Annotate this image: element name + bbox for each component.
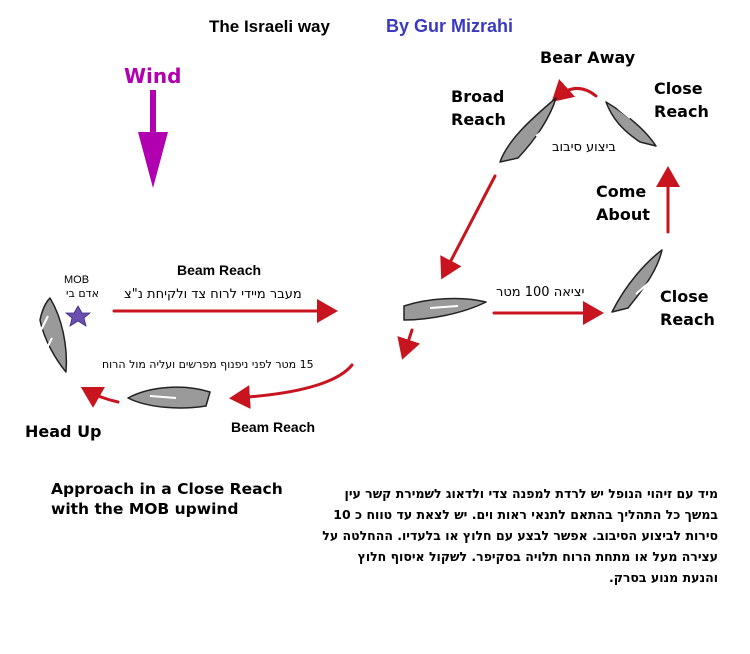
boat-broad-reach: [499, 97, 557, 163]
head-up-arrow: [80, 387, 120, 408]
broad-reach-label-line2: Reach: [451, 110, 506, 129]
author-credit: By Gur Mizrahi: [386, 16, 514, 36]
come-about-label-line1: Come: [596, 182, 647, 201]
close-reach-right-label-line2: Reach: [660, 310, 715, 329]
come-about-label-line2: About: [596, 205, 650, 224]
broad-reach-label-line1: Broad: [451, 87, 505, 106]
close-reach-top-label-line1: Close: [654, 79, 703, 98]
return-curve-arrow: [229, 363, 354, 410]
bear-away-label: Bear Away: [540, 48, 636, 67]
bear-away-arrow: [551, 79, 598, 103]
turn-execution-label: ביצוע סיבוב: [552, 140, 616, 155]
turn-down-arrow: [397, 328, 421, 360]
boat-center: [403, 297, 487, 321]
approach-note: Approach in a Close Reach with the MOB u…: [51, 480, 283, 518]
close-reach-top-label-line2: Reach: [654, 102, 709, 121]
mob-star-icon: [64, 305, 92, 327]
mob-label: MOB: [64, 274, 90, 286]
fifteen-meter-label: 15 מטר לפני ניפנוף מפרשים ועליה מול הרוח: [102, 358, 314, 371]
broad-reach-arrow: [440, 174, 497, 280]
mob-hebrew-label: אדם בי: [66, 287, 99, 300]
wind-arrow: [138, 90, 168, 188]
exit-100m-label: יציאה 100 מטר: [496, 285, 585, 300]
beam-reach-bottom-label: Beam Reach: [231, 419, 316, 435]
boat-bottom-beam: [127, 386, 211, 409]
immediate-beam-reach-label: מעבר מיידי לרוח צד ולקיחת נ"צ: [124, 287, 302, 302]
boat-close-reach-top: [605, 101, 657, 147]
boat-close-reach-right: [611, 249, 663, 313]
boat-head-up: [39, 297, 68, 373]
course-arrows: [80, 79, 680, 410]
close-reach-right-label-line1: Close: [660, 287, 709, 306]
beam-reach-top-label: Beam Reach: [177, 262, 262, 278]
wind-label: Wind: [124, 64, 182, 88]
instructions-paragraph: מיד עם זיהוי הנופל יש לרדת למפנה צדי ולד…: [322, 486, 718, 585]
page-title: The Israeli way: [209, 17, 330, 36]
boats: [39, 97, 663, 409]
head-up-label: Head Up: [25, 422, 102, 441]
